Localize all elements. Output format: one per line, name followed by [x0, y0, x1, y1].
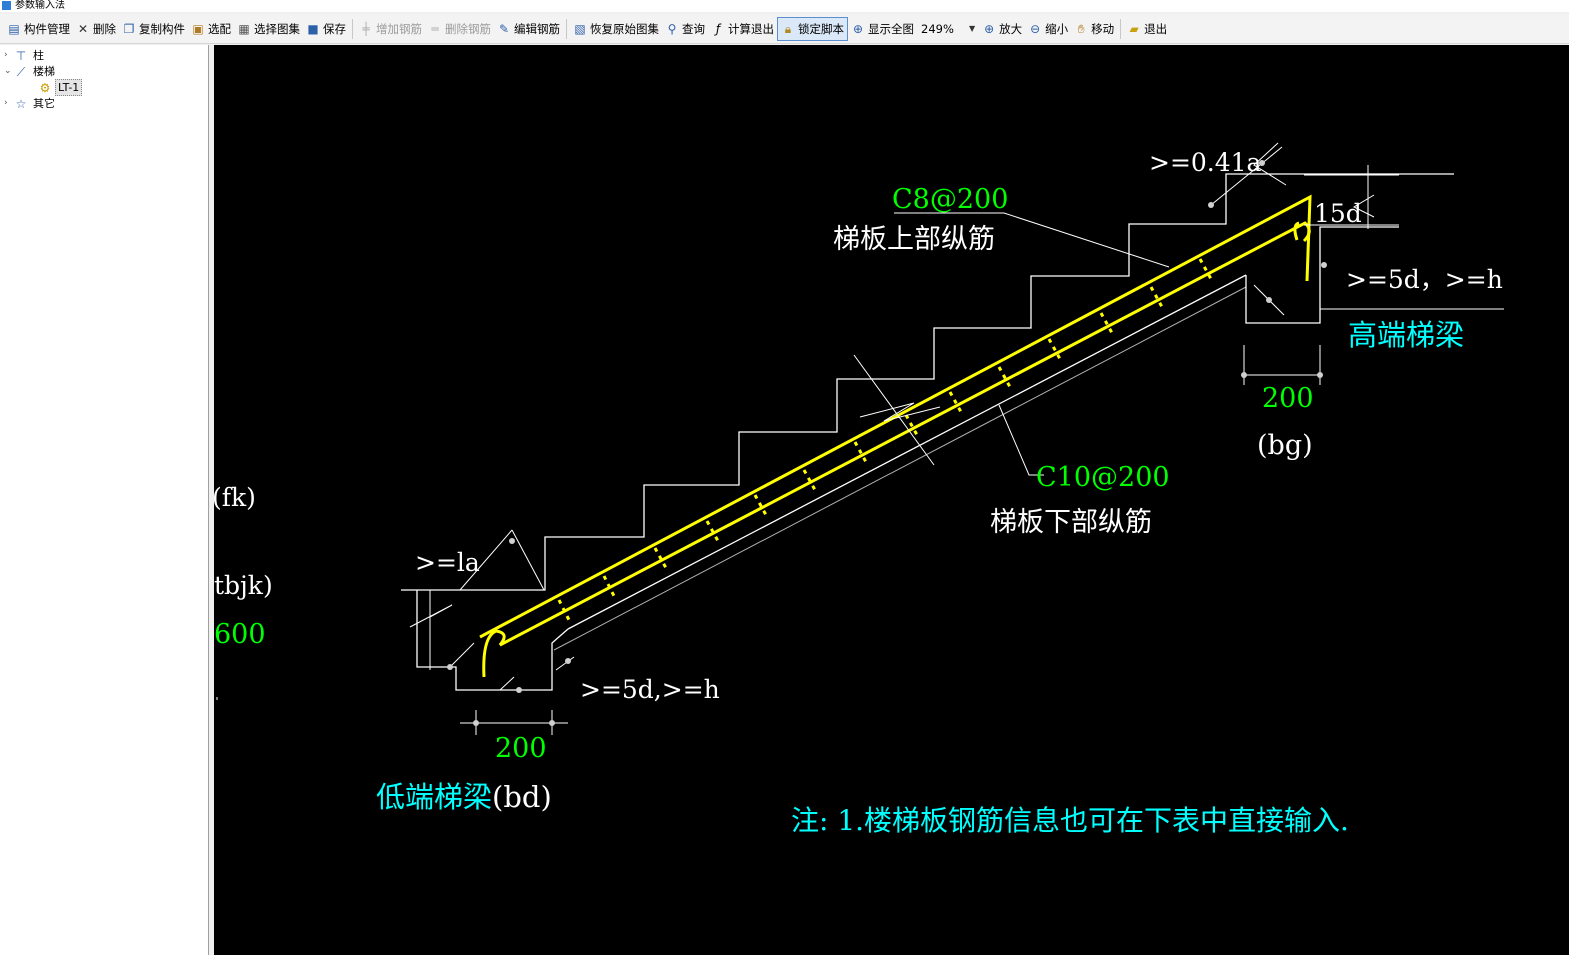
window-title: 参数输入法: [15, 0, 65, 11]
restore-atlas-button[interactable]: ▧恢复原始图集: [574, 21, 659, 36]
top-rebar: [479, 194, 1312, 639]
zoom-out-button[interactable]: ⊖缩小: [1030, 21, 1069, 36]
chevron-down-icon[interactable]: ▼: [969, 24, 976, 33]
bottom-rebar-label: 梯板下部纵筋: [990, 507, 1152, 538]
top-rebar-spec: C8@200: [892, 184, 1008, 215]
low-anchor-dim: >=la: [415, 548, 480, 577]
tree-node-lt1[interactable]: ⚙ LT-1: [38, 79, 83, 96]
zoom-in-icon: ⊕: [984, 21, 995, 36]
distribution-bars: [557, 258, 1213, 621]
exit-icon: ▰: [1129, 21, 1139, 36]
zoom-in-button[interactable]: ⊕放大: [984, 21, 1023, 36]
toolbar-separator: [352, 18, 353, 39]
toolbar: ▤构件管理 ✕删除 ❐复制构件 ▣选配 ▦选择图集 ■保存 ╪增加钢筋 ═删除钢…: [0, 14, 1569, 44]
low-beam-label-text: 低端梯梁: [376, 780, 492, 814]
delete-icon: ✕: [77, 21, 89, 36]
stair-icon: ⟋: [16, 64, 26, 79]
splitter[interactable]: [208, 45, 214, 955]
left-code-2: tbjk): [214, 571, 273, 600]
high-beam-width: 200: [1262, 383, 1314, 414]
high-beam-code: (bg): [1257, 430, 1313, 461]
show-all-button[interactable]: ⊕显示全图: [852, 21, 914, 36]
zoom-value: 249%: [921, 21, 954, 36]
edit-rebar-icon: ✎: [498, 21, 510, 36]
low-beam-label: 低端梯梁(bd): [376, 780, 552, 814]
save-icon: ■: [307, 21, 319, 36]
hook-dim: 15d: [1314, 199, 1362, 228]
top-anchor-dim: >=0.41a: [1149, 148, 1262, 177]
low-end-dim: >=5d,>=h: [580, 675, 720, 704]
left-value: 600: [214, 619, 266, 650]
copy-component-button[interactable]: ❐复制构件: [123, 21, 185, 36]
low-beam-width: 200: [495, 733, 547, 764]
chevron-right-icon[interactable]: ›: [4, 50, 8, 60]
toolbar-separator: [566, 18, 567, 39]
high-beam-label: 高端梯梁: [1348, 318, 1464, 352]
top-rebar-label: 梯板上部纵筋: [833, 224, 995, 255]
stair-soffit-shadow: [553, 286, 1247, 651]
select-atlas-button[interactable]: ▦选择图集: [238, 21, 300, 36]
copy-icon: ❐: [123, 21, 135, 36]
tree-node-stair[interactable]: ⌄ ⟋ 楼梯: [4, 64, 55, 79]
high-hook: [1293, 221, 1300, 241]
gear-icon: ⚙: [39, 80, 51, 95]
chevron-right-icon[interactable]: ›: [4, 98, 8, 108]
query-button[interactable]: ⚲查询: [662, 18, 708, 40]
note-text: 注: 1.楼梯板钢筋信息也可在下表中直接输入.: [791, 804, 1349, 837]
select-match-icon: ▣: [192, 21, 204, 36]
edit-rebar-button[interactable]: ✎编辑钢筋: [498, 21, 560, 36]
add-rebar-icon: ╪: [362, 21, 370, 36]
atlas-icon: ▦: [238, 21, 250, 36]
component-manager-button[interactable]: ▤构件管理: [8, 21, 70, 36]
zoom-all-icon: ⊕: [852, 21, 864, 36]
low-beam-code: (bd): [492, 780, 552, 814]
app-icon: [2, 1, 11, 10]
title-bar: 参数输入法: [0, 0, 1569, 12]
bottom-rebar-spec: C10@200: [1036, 462, 1170, 493]
lock-icon: 🔒︎: [784, 21, 792, 36]
delete-rebar-icon: ═: [431, 21, 439, 36]
zoom-out-icon: ⊖: [1030, 21, 1041, 36]
lock-script-button[interactable]: 🔒︎锁定脚本: [777, 16, 848, 41]
leader-lines: [894, 212, 1170, 476]
pan-icon: ✋︎: [1077, 21, 1085, 36]
component-manager-icon: ▤: [8, 21, 20, 36]
bottom-rebar: [482, 221, 1311, 678]
chevron-down-icon[interactable]: ⌄: [4, 66, 12, 76]
stair-outline: [401, 173, 1454, 591]
add-rebar-button[interactable]: ╪增加钢筋: [356, 18, 425, 40]
query-icon: ⚲: [667, 21, 677, 36]
high-end-dim: >=5d，>=h: [1346, 265, 1503, 294]
select-match-button[interactable]: ▣选配: [192, 21, 231, 36]
toolbar-separator: [1120, 18, 1122, 39]
restore-atlas-icon: ▧: [574, 21, 586, 36]
break-symbol: [853, 354, 941, 466]
pan-button[interactable]: ✋︎移动: [1071, 18, 1117, 40]
formula-icon: ƒ: [715, 21, 721, 36]
dimension-lines: [409, 142, 1399, 735]
delete-rebar-button[interactable]: ═删除钢筋: [425, 18, 494, 40]
left-code-1: (fk): [214, 483, 256, 512]
save-button[interactable]: ■保存: [307, 21, 346, 36]
column-icon: ⊤: [15, 48, 27, 63]
stair-drawing: >=0.41a 15d C8@200 梯板上部纵筋 >=5d，>=h 高端梯梁 …: [214, 142, 1504, 837]
star-icon: ☆: [15, 96, 27, 111]
component-tree: › ⊤ 柱 ⌄ ⟋ 楼梯 ⚙ LT-1 › ☆ 其它: [0, 45, 209, 955]
high-beam-outline: [1245, 226, 1399, 324]
exit-button[interactable]: ▰退出: [1124, 18, 1170, 40]
stair-soffit: [567, 274, 1247, 630]
low-beam-outline: [416, 590, 569, 691]
delete-button[interactable]: ✕删除: [77, 21, 116, 36]
tree-node-column[interactable]: › ⊤ 柱: [4, 48, 44, 63]
tree-node-other[interactable]: › ☆ 其它: [4, 96, 55, 111]
drawing-canvas[interactable]: >=0.41a 15d C8@200 梯板上部纵筋 >=5d，>=h 高端梯梁 …: [214, 45, 1569, 955]
zoom-select[interactable]: 249% ▼: [921, 19, 975, 39]
